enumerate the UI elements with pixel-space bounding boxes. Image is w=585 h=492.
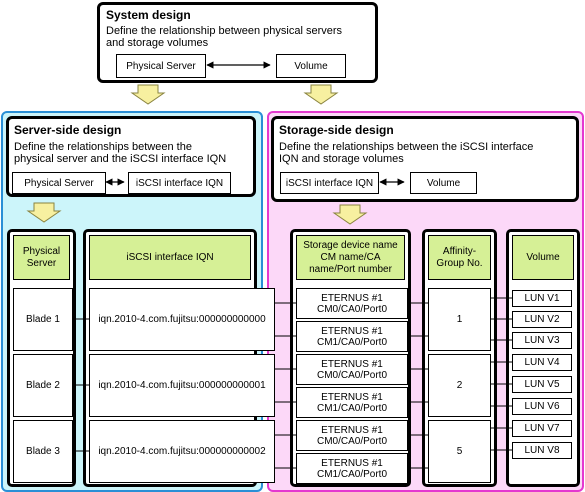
system-physical-server-box: Physical Server	[116, 54, 206, 78]
physical-server-header: Physical Server	[13, 235, 70, 280]
storage-side-design-panel: Storage-side design Define the relations…	[271, 116, 579, 202]
storage-port-path: CM0/CA0/Port0	[316, 303, 388, 315]
storage-device-name: ETERNUS #1	[321, 457, 383, 469]
lun-cell: LUN V8	[512, 442, 572, 459]
affinity-group-cell: 1	[428, 288, 491, 351]
storage-side-design-title: Storage-side design	[279, 123, 394, 137]
system-design-panel: System design Define the relationship be…	[97, 2, 378, 83]
lun-cell: LUN V7	[512, 420, 572, 437]
physical-server-header-line2: Server	[26, 257, 57, 269]
storage-device-header: Storage device name CM name/CA name/Port…	[296, 235, 405, 280]
storage-device-name: ETERNUS #1	[321, 292, 383, 304]
storage-port-cell: ETERNUS #1 CM0/CA0/Port0	[296, 288, 408, 319]
down-arrow-icon	[130, 84, 166, 105]
volume-header: Volume	[512, 235, 574, 280]
storage-device-header-line1: Storage device name	[303, 239, 398, 251]
iqn-cell: iqn.2010-4.com.fujitsu:000000000000	[89, 288, 275, 351]
storage-iscsi-iqn-box: iSCSI interface IQN	[280, 172, 379, 194]
storage-device-header-line2: CM name/CA	[320, 251, 381, 263]
blade-cell: Blade 1	[13, 288, 73, 351]
lun-cell: LUN V2	[512, 311, 572, 328]
storage-port-path: CM0/CA0/Port0	[316, 369, 388, 381]
down-arrow-icon	[26, 202, 62, 223]
storage-port-cell: ETERNUS #1 CM0/CA0/Port0	[296, 420, 408, 451]
server-side-design-title: Server-side design	[14, 123, 122, 137]
storage-device-name: ETERNUS #1	[321, 325, 383, 337]
storage-device-name: ETERNUS #1	[321, 424, 383, 436]
down-arrow-icon	[332, 204, 368, 225]
storage-port-cell: ETERNUS #1 CM1/CA0/Port0	[296, 387, 408, 418]
server-iscsi-iqn-box: iSCSI interface IQN	[128, 172, 231, 194]
physical-server-header-line1: Physical	[22, 245, 61, 257]
iscsi-iqn-header-line1: iSCSI interface IQN	[126, 251, 214, 263]
storage-device-header-line3: name/Port number	[309, 263, 392, 275]
table-connectors	[73, 297, 512, 469]
system-design-title: System design	[106, 8, 191, 22]
storage-side-design-desc-1: Define the relationships between the iSC…	[279, 141, 534, 153]
system-design-desc-2: and storage volumes	[106, 37, 209, 49]
storage-side-design-desc-2: IQN and storage volumes	[279, 153, 404, 165]
system-volume-box: Volume	[276, 54, 346, 78]
storage-port-cell: ETERNUS #1 CM0/CA0/Port0	[296, 354, 408, 385]
affinity-group-header: Affinity- Group No.	[428, 235, 491, 280]
storage-device-name: ETERNUS #1	[321, 358, 383, 370]
lun-cell: LUN V1	[512, 290, 572, 307]
server-side-design-panel: Server-side design Define the relationsh…	[6, 116, 256, 197]
storage-port-path: CM1/CA0/Port0	[316, 402, 388, 414]
storage-volume-box: Volume	[410, 172, 477, 194]
lun-cell: LUN V5	[512, 376, 572, 393]
storage-port-path: CM1/CA0/Port0	[316, 468, 388, 480]
volume-header-line1: Volume	[526, 251, 560, 263]
lun-cell: LUN V6	[512, 398, 572, 415]
storage-port-path: CM0/CA0/Port0	[316, 435, 388, 447]
iqn-cell: iqn.2010-4.com.fujitsu:000000000002	[89, 420, 275, 483]
storage-device-name: ETERNUS #1	[321, 391, 383, 403]
storage-port-cell: ETERNUS #1 CM1/CA0/Port0	[296, 453, 408, 484]
server-side-design-desc-2: physical server and the iSCSI interface …	[14, 153, 227, 165]
affinity-group-cell: 2	[428, 354, 491, 417]
blade-cell: Blade 3	[13, 420, 73, 483]
storage-port-path: CM1/CA0/Port0	[316, 336, 388, 348]
storage-port-cell: ETERNUS #1 CM1/CA0/Port0	[296, 321, 408, 352]
iscsi-iqn-header: iSCSI interface IQN	[89, 235, 251, 280]
iqn-cell: iqn.2010-4.com.fujitsu:000000000001	[89, 354, 275, 417]
system-design-desc-1: Define the relationship between physical…	[106, 25, 343, 37]
lun-cell: LUN V4	[512, 354, 572, 371]
server-side-design-desc-1: Define the relationships between the	[14, 141, 192, 153]
lun-cell: LUN V3	[512, 332, 572, 349]
affinity-group-header-line1: Affinity-	[442, 245, 477, 257]
affinity-group-cell: 5	[428, 420, 491, 483]
affinity-group-header-line2: Group No.	[436, 257, 483, 269]
down-arrow-icon	[303, 84, 339, 105]
blade-cell: Blade 2	[13, 354, 73, 417]
